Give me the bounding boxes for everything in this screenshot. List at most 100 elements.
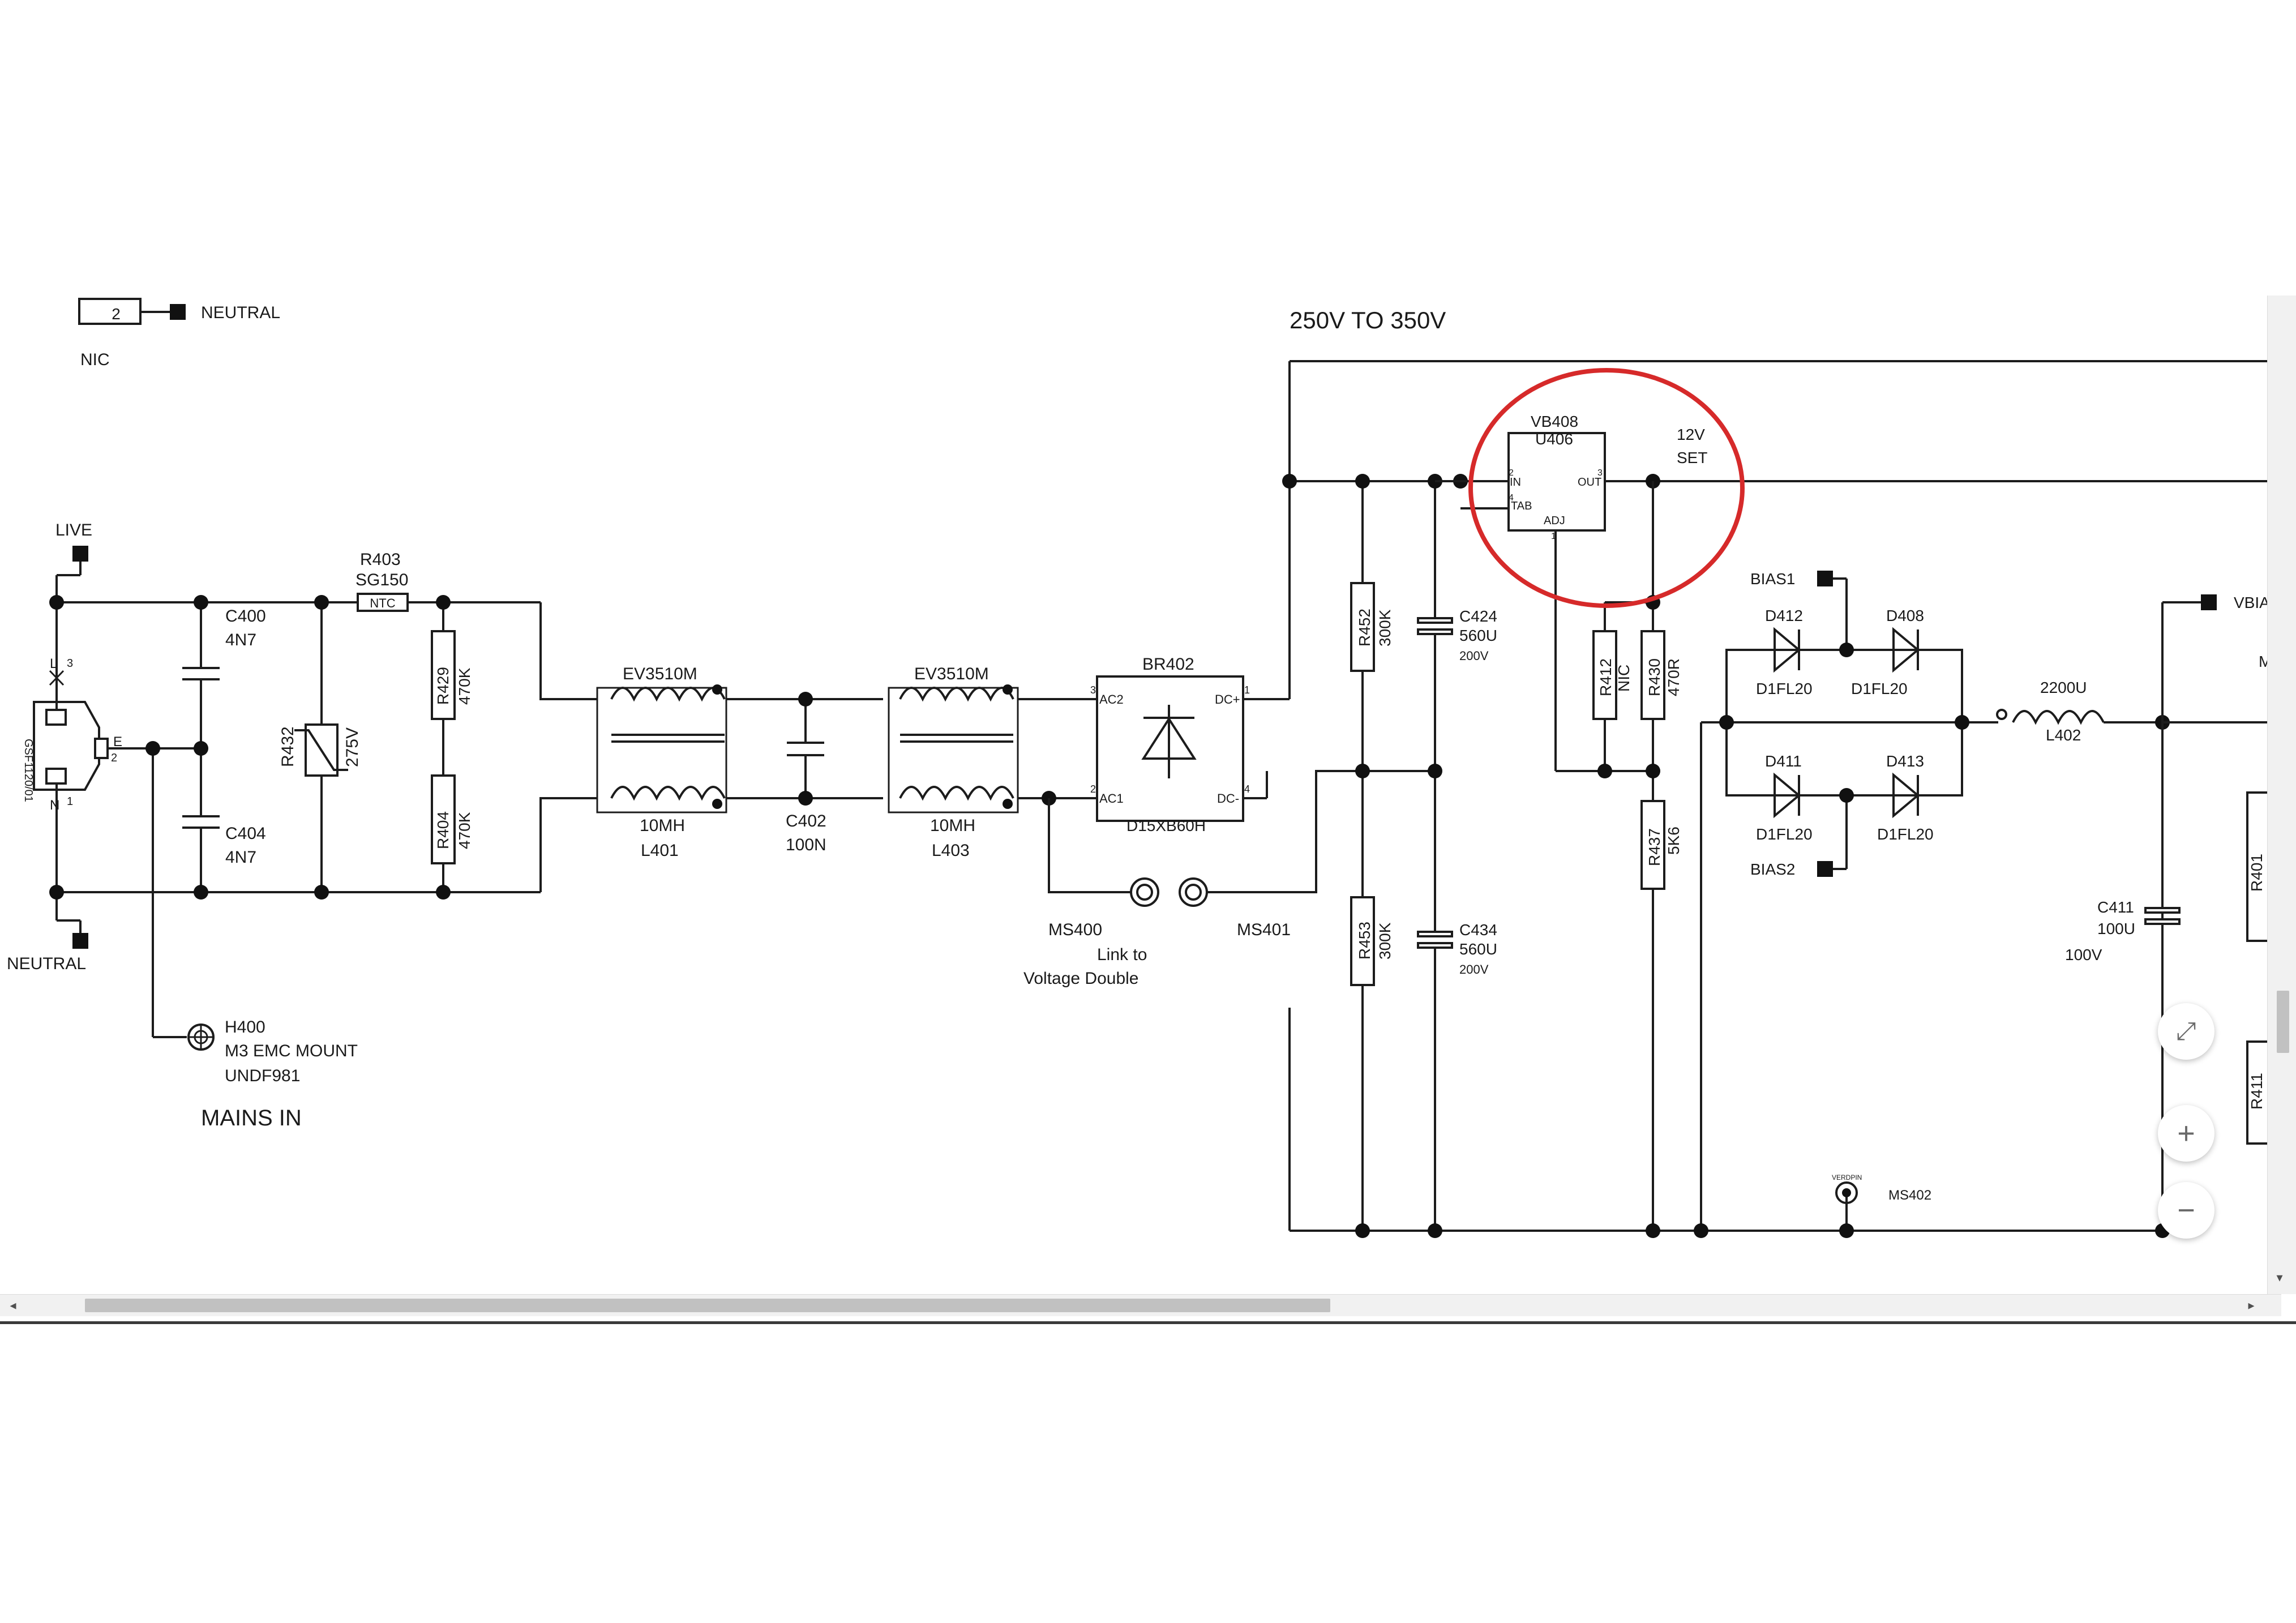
svg-text:2: 2 bbox=[1509, 468, 1514, 478]
vertical-scrollbar[interactable] bbox=[2267, 296, 2296, 1294]
svg-text:R403: R403 bbox=[360, 550, 401, 569]
diode-bridge: BIAS1 BIAS2 D412 D1FL20 D408 D1FL20 D411… bbox=[1694, 570, 1998, 1238]
svg-text:DC-: DC- bbox=[1217, 791, 1239, 806]
svg-text:BIAS2: BIAS2 bbox=[1750, 860, 1795, 878]
c400-c404: C400 4N7 C404 4N7 bbox=[182, 602, 266, 892]
svg-text:100U: 100U bbox=[2097, 920, 2135, 937]
svg-text:1: 1 bbox=[1244, 684, 1250, 696]
fit-page-icon: ⤢ bbox=[2176, 1017, 2196, 1045]
viewer-bottom-border bbox=[0, 1321, 2296, 1324]
svg-text:3: 3 bbox=[67, 657, 73, 670]
svg-text:OUT: OUT bbox=[1578, 476, 1601, 489]
svg-text:D408: D408 bbox=[1886, 607, 1924, 624]
mains-in-label: MAINS IN bbox=[201, 1106, 302, 1130]
voltage-doubler-link: MS400 MS401 Link to Voltage Double bbox=[1023, 770, 1363, 988]
c424-c434: C424 560U 200V C434 560U 200V bbox=[1417, 481, 1497, 1231]
zoom-out-icon: − bbox=[2177, 1193, 2195, 1227]
bridge-br402: BR402 D15XB60H AC2 AC1 DC+ DC- 3 2 1 4 bbox=[1090, 655, 1250, 834]
svg-text:D1FL20: D1FL20 bbox=[1877, 825, 1934, 843]
svg-text:MS401: MS401 bbox=[1237, 920, 1291, 939]
svg-text:ADJ: ADJ bbox=[1544, 515, 1565, 527]
svg-text:NIC: NIC bbox=[80, 350, 110, 369]
svg-text:TAB: TAB bbox=[1511, 500, 1532, 512]
svg-text:R411: R411 bbox=[2248, 1073, 2265, 1110]
svg-text:C424: C424 bbox=[1459, 607, 1497, 625]
vbias-section: VBIA M C411 100U 100V R401 R411 bbox=[2065, 594, 2272, 1238]
svg-text:BR402: BR402 bbox=[1142, 655, 1194, 674]
iec-socket: L N E 3 1 2 GSF1120/01 bbox=[22, 602, 153, 892]
svg-text:200V: 200V bbox=[1459, 649, 1489, 663]
svg-text:C411: C411 bbox=[2097, 898, 2134, 916]
svg-text:Voltage Double: Voltage Double bbox=[1023, 969, 1139, 988]
svg-text:2200U: 2200U bbox=[2040, 679, 2087, 696]
svg-text:C400: C400 bbox=[225, 607, 266, 626]
svg-text:R452: R452 bbox=[1356, 609, 1373, 646]
svg-text:2: 2 bbox=[112, 305, 121, 323]
svg-text:C402: C402 bbox=[786, 812, 826, 830]
highlight-circle-u406 bbox=[1468, 368, 1745, 608]
scroll-down-arrow[interactable]: ▾ bbox=[2276, 1270, 2283, 1284]
test-pin-ms402: VERDPIN MS402 bbox=[1832, 1174, 1931, 1238]
svg-text:200V: 200V bbox=[1459, 962, 1489, 977]
r403-ntc: NTC R403 SG150 bbox=[355, 550, 409, 612]
svg-text:AC2: AC2 bbox=[1099, 692, 1124, 706]
horizontal-scroll-thumb[interactable] bbox=[85, 1299, 1330, 1312]
svg-text:R401: R401 bbox=[2248, 854, 2265, 892]
svg-text:R404: R404 bbox=[434, 811, 452, 849]
connector-2-neutral: 2 NEUTRAL NIC bbox=[78, 298, 280, 369]
mains-input: LIVE NEUTRAL L N E 3 1 bbox=[7, 521, 541, 1130]
svg-text:E: E bbox=[113, 734, 122, 750]
svg-text:D413: D413 bbox=[1886, 752, 1924, 770]
svg-text:D412: D412 bbox=[1765, 607, 1803, 624]
svg-text:470K: 470K bbox=[456, 812, 473, 849]
emc-mount-h400: H400 M3 EMC MOUNT UNDF981 bbox=[187, 1018, 358, 1085]
svg-text:NEUTRAL: NEUTRAL bbox=[201, 303, 280, 322]
svg-text:VBIA: VBIA bbox=[2234, 594, 2270, 611]
svg-text:300K: 300K bbox=[1376, 922, 1394, 960]
svg-text:10MH: 10MH bbox=[930, 816, 975, 835]
zoom-out-button[interactable]: − bbox=[2158, 1182, 2214, 1239]
svg-text:N: N bbox=[50, 798, 59, 813]
svg-text:4: 4 bbox=[1509, 493, 1514, 503]
svg-text:NEUTRAL: NEUTRAL bbox=[7, 954, 86, 973]
svg-text:D1FL20: D1FL20 bbox=[1851, 680, 1908, 697]
svg-text:560U: 560U bbox=[1459, 627, 1497, 644]
svg-text:C404: C404 bbox=[225, 824, 266, 843]
svg-text:MS400: MS400 bbox=[1048, 920, 1102, 939]
svg-text:L402: L402 bbox=[2046, 726, 2081, 744]
svg-text:250V TO 350V: 250V TO 350V bbox=[1290, 307, 1446, 333]
svg-text:100N: 100N bbox=[786, 836, 826, 854]
fit-page-button[interactable]: ⤢ bbox=[2158, 1003, 2214, 1060]
svg-text:4: 4 bbox=[1244, 783, 1250, 795]
zoom-in-button[interactable]: + bbox=[2158, 1105, 2214, 1162]
svg-text:MS402: MS402 bbox=[1888, 1188, 1931, 1203]
regulator-u406: VB408 U406 IN OUT TAB ADJ 2 4 3 1 12V SE… bbox=[1435, 413, 2267, 772]
svg-text:L: L bbox=[50, 656, 57, 671]
svg-text:VB408: VB408 bbox=[1531, 413, 1578, 430]
scroll-left-arrow[interactable]: ◂ bbox=[10, 1298, 16, 1312]
svg-text:Link to: Link to bbox=[1097, 945, 1147, 964]
svg-text:R412: R412 bbox=[1597, 658, 1614, 696]
svg-text:L403: L403 bbox=[932, 841, 970, 860]
svg-text:AC1: AC1 bbox=[1099, 791, 1124, 806]
svg-text:300K: 300K bbox=[1376, 609, 1394, 646]
c402: C402 100N bbox=[786, 692, 826, 854]
choke-l403: EV3510M 10MH L403 bbox=[888, 665, 1019, 860]
svg-text:U406: U406 bbox=[1535, 430, 1573, 448]
svg-text:BIAS1: BIAS1 bbox=[1750, 570, 1795, 588]
svg-text:D1FL20: D1FL20 bbox=[1756, 680, 1813, 697]
svg-text:4N7: 4N7 bbox=[225, 631, 256, 649]
svg-text:H400: H400 bbox=[225, 1018, 265, 1037]
svg-text:4N7: 4N7 bbox=[225, 848, 256, 867]
scroll-right-arrow[interactable]: ▸ bbox=[2248, 1298, 2255, 1312]
svg-text:NIC: NIC bbox=[1615, 665, 1633, 692]
horizontal-scrollbar[interactable]: ◂ ▸ bbox=[0, 1294, 2281, 1316]
svg-text:LIVE: LIVE bbox=[55, 521, 92, 539]
svg-text:10MH: 10MH bbox=[640, 816, 685, 835]
svg-text:2: 2 bbox=[111, 752, 117, 764]
svg-text:2: 2 bbox=[1090, 783, 1096, 795]
svg-text:1: 1 bbox=[1551, 532, 1556, 541]
hv-rail-section: 250V TO 350V R452 300K R453 300K bbox=[1243, 307, 2267, 1238]
vertical-scroll-thumb[interactable] bbox=[2277, 991, 2289, 1053]
